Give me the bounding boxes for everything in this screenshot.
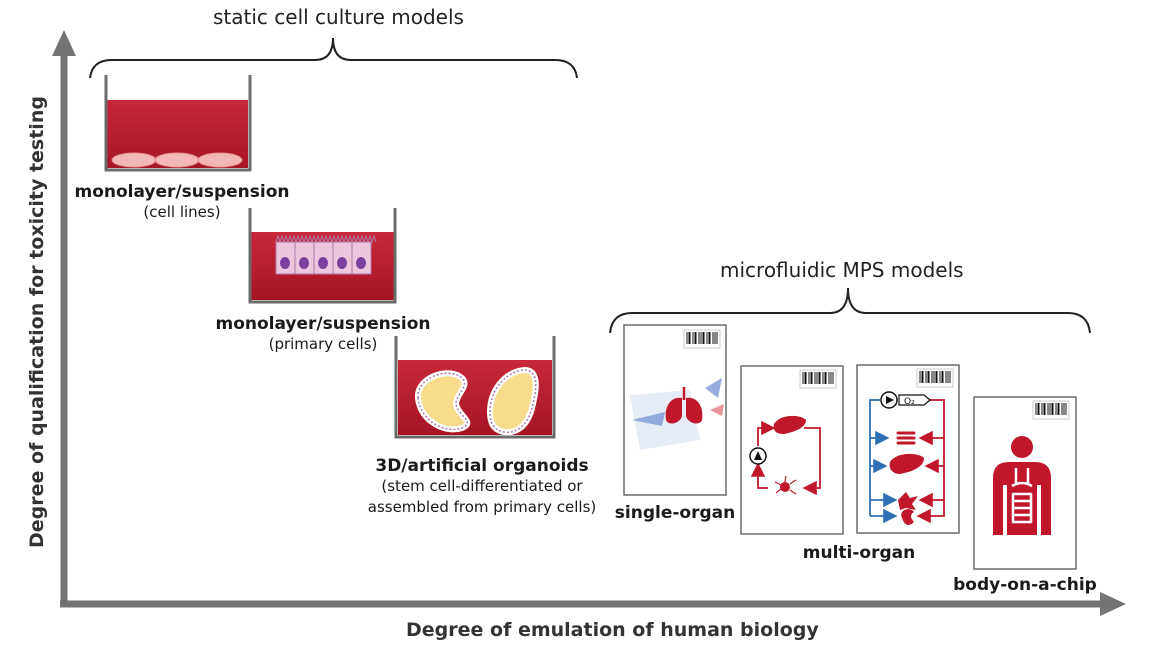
model-subtitle: (cell lines): [143, 203, 221, 221]
model-subtitle: (primary cells): [268, 335, 378, 353]
dish-cell-lines: [104, 75, 252, 172]
chip-multi-organ-b: O₂: [856, 364, 960, 534]
model-label-body-on-a-chip: body-on-a-chip: [953, 575, 1097, 595]
oxygenator-icon: O₂: [898, 394, 931, 407]
dish-organoids: [394, 336, 556, 439]
chip-body-on-a-chip: [973, 396, 1077, 570]
x-axis-arrowhead: [1100, 592, 1126, 616]
barcode-icon: [799, 369, 837, 389]
human-body-icon: [993, 436, 1051, 535]
barcode-icon: [916, 368, 954, 388]
o2-label: O₂: [904, 397, 915, 407]
kidney-icon: [901, 509, 914, 525]
static-models-heading: static cell culture models: [213, 5, 464, 29]
model-title: monolayer/suspension: [74, 182, 290, 202]
neuron-icon: [774, 475, 797, 495]
model-label-primary-cells: monolayer/suspension (primary cells): [213, 314, 433, 355]
model-subtitle-line-2: assembled from primary cells): [367, 498, 597, 516]
microfluidic-models-heading: microfluidic MPS models: [720, 258, 964, 282]
model-title: 3D/artificial organoids: [375, 456, 589, 476]
liver-icon: [889, 453, 924, 474]
heart-icon: [898, 492, 918, 510]
model-label-organoids: 3D/artificial organoids (stem cell-diffe…: [362, 456, 602, 518]
microfluidic-bracket: [609, 287, 1091, 334]
barcode-icon: [1032, 400, 1070, 420]
pump-icon: [749, 447, 767, 465]
pump-icon: [880, 391, 898, 409]
chip-multi-organ-a: [740, 365, 844, 535]
intestine-icon: [896, 431, 916, 445]
barcode-icon: [683, 329, 721, 349]
model-label-single-organ: single-organ: [614, 503, 736, 523]
x-axis-label: Degree of emulation of human biology: [406, 619, 819, 641]
static-bracket: [89, 37, 578, 79]
columnar-cells: [275, 234, 377, 275]
model-title: monolayer/suspension: [215, 314, 431, 334]
dish-primary-cells: [248, 208, 397, 304]
y-axis-label: Degree of qualification for toxicity tes…: [26, 96, 48, 548]
y-axis-arrowhead: [52, 30, 76, 56]
liver-icon: [773, 415, 806, 434]
axes: [52, 30, 1126, 616]
flat-cells: [111, 152, 243, 168]
chip-single-organ: [623, 324, 727, 496]
model-label-multi-organ: multi-organ: [802, 543, 916, 563]
model-subtitle-line-1: (stem cell-differentiated or: [381, 477, 583, 495]
model-label-cell-lines: monolayer/suspension (cell lines): [72, 182, 292, 223]
lung-icon: [665, 387, 703, 424]
